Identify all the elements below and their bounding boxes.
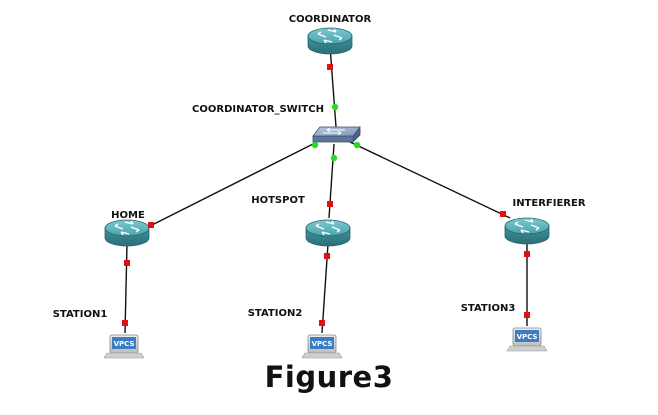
switch-side xyxy=(352,126,361,143)
node-labels: COORDINATOR COORDINATOR_SWITCH HOME HOTS… xyxy=(53,14,586,320)
link-switch-interfierer[interactable] xyxy=(349,141,511,219)
vpcs-keyboard xyxy=(301,352,343,359)
port-indicators xyxy=(122,64,530,326)
label-hotspot: HOTSPOT xyxy=(251,195,305,206)
router-arrows-icon xyxy=(514,218,540,234)
label-station2: STATION2 xyxy=(248,308,303,319)
vpcs-badge: VPCS xyxy=(114,340,135,348)
port-status-red xyxy=(327,64,333,70)
vpcs-station3[interactable]: VPCS xyxy=(506,327,548,352)
port-status-green xyxy=(330,154,338,162)
router-arrows-icon xyxy=(317,28,343,44)
port-status-green xyxy=(311,141,319,149)
vpcs-screen xyxy=(310,337,334,349)
port-status-red xyxy=(324,253,330,259)
label-coordinator: COORDINATOR xyxy=(289,14,372,25)
port-status-red xyxy=(500,211,506,217)
port-status-green xyxy=(353,141,361,149)
figure-caption: Figure3 xyxy=(264,360,394,394)
vpcs-badge: VPCS xyxy=(312,340,333,348)
port-status-red xyxy=(327,201,333,207)
port-status-red xyxy=(124,260,130,266)
link-switch-home[interactable] xyxy=(151,141,318,226)
vpcs-keyboard xyxy=(103,352,145,359)
vpcs-station1[interactable]: VPCS xyxy=(103,334,145,359)
port-status-green xyxy=(331,103,339,111)
router-interfierer[interactable] xyxy=(504,217,550,245)
port-status-red xyxy=(524,312,530,318)
vpcs-screen xyxy=(515,330,539,342)
switch-arrows-icon xyxy=(323,127,345,136)
router-hotspot[interactable] xyxy=(305,219,351,247)
router-arrows-icon xyxy=(114,220,140,236)
vpcs-badge: VPCS xyxy=(517,333,538,341)
port-status-red xyxy=(148,222,154,228)
port-status-red xyxy=(524,251,530,257)
vpcs-station2[interactable]: VPCS xyxy=(301,334,343,359)
switch-coordinator-switch[interactable] xyxy=(312,126,361,143)
vpcs-keyboard xyxy=(506,345,548,352)
switch-top xyxy=(312,126,361,137)
port-status-red xyxy=(122,320,128,326)
label-home: HOME xyxy=(111,210,145,221)
vpcs-screen xyxy=(112,337,136,349)
links-layer xyxy=(124,45,528,334)
router-coordinator[interactable] xyxy=(307,27,353,55)
link-coordinator-switch[interactable] xyxy=(329,45,337,128)
label-station1: STATION1 xyxy=(53,309,108,320)
port-status-red xyxy=(319,320,325,326)
router-top xyxy=(305,219,351,237)
label-coordinator-switch: COORDINATOR_SWITCH xyxy=(192,104,324,115)
router-top xyxy=(504,217,550,235)
label-station3: STATION3 xyxy=(461,303,516,314)
router-top xyxy=(307,27,353,45)
label-interfierer: INTERFIERER xyxy=(512,198,585,209)
router-home[interactable] xyxy=(104,219,150,247)
link-home-station1[interactable] xyxy=(124,243,128,334)
router-arrows-icon xyxy=(315,220,341,236)
